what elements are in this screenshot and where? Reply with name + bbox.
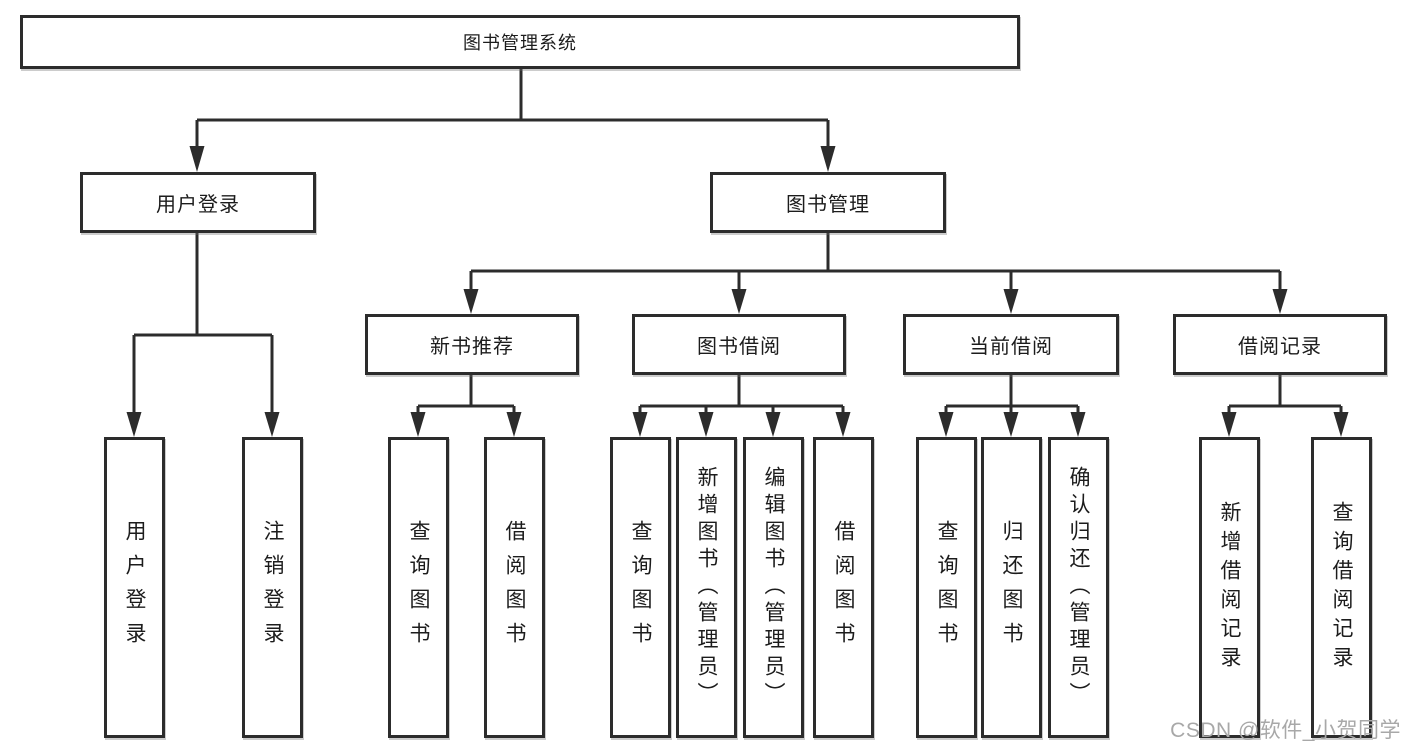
leaf-query-books-recommend: 查询图书: [388, 437, 449, 738]
leaf-label: 用户登录: [123, 519, 146, 656]
csdn-watermark: CSDN @软件_小贺同学: [1170, 719, 1401, 742]
node-label: 用户登录: [156, 194, 240, 216]
leaf-add-borrow-record: 新增借阅记录: [1199, 437, 1260, 738]
node-label: 借阅记录: [1238, 336, 1322, 358]
node-borrowing-records: 借阅记录: [1173, 314, 1387, 375]
node-label: 图书借阅: [697, 336, 781, 358]
leaf-label: 新增图书（管理员）: [695, 466, 718, 709]
leaf-label: 借阅图书: [832, 519, 855, 656]
leaf-confirm-return-admin: 确认归还（管理员）: [1048, 437, 1109, 738]
leaf-query-books-borrowing: 查询图书: [610, 437, 671, 738]
leaf-label: 查询图书: [629, 519, 652, 656]
node-label: 当前借阅: [969, 336, 1053, 358]
node-label: 图书管理: [786, 194, 870, 216]
leaf-edit-books-admin: 编辑图书（管理员）: [743, 437, 804, 738]
leaf-label: 查询图书: [407, 519, 430, 656]
leaf-label: 查询借阅记录: [1330, 500, 1353, 675]
leaf-logout: 注销登录: [242, 437, 303, 738]
node-user-login: 用户登录: [80, 172, 316, 233]
tree-edges: [132, 69, 1343, 416]
arrowheads: [126, 146, 1349, 437]
leaf-label: 归还图书: [1000, 519, 1023, 656]
leaf-label: 新增借阅记录: [1218, 500, 1241, 675]
node-label: 新书推荐: [430, 336, 514, 358]
leaf-return-books: 归还图书: [981, 437, 1042, 738]
leaf-query-borrow-record: 查询借阅记录: [1311, 437, 1372, 738]
leaf-label: 借阅图书: [503, 519, 526, 656]
leaf-user-login: 用户登录: [104, 437, 165, 738]
node-label: 图书管理系统: [463, 33, 577, 53]
node-current-borrowing: 当前借阅: [903, 314, 1119, 375]
leaf-label: 编辑图书（管理员）: [762, 466, 785, 709]
leaf-query-books-current: 查询图书: [916, 437, 977, 738]
leaf-add-books-admin: 新增图书（管理员）: [676, 437, 737, 738]
node-root-library-system: 图书管理系统: [20, 15, 1020, 69]
leaf-borrow-books-borrowing: 借阅图书: [813, 437, 874, 738]
node-book-borrowing: 图书借阅: [632, 314, 846, 375]
leaf-label: 确认归还（管理员）: [1067, 466, 1090, 709]
node-book-management: 图书管理: [710, 172, 946, 233]
leaf-label: 注销登录: [261, 519, 284, 656]
leaf-borrow-books-recommend: 借阅图书: [484, 437, 545, 738]
node-new-book-recommendation: 新书推荐: [365, 314, 579, 375]
leaf-label: 查询图书: [935, 519, 958, 656]
